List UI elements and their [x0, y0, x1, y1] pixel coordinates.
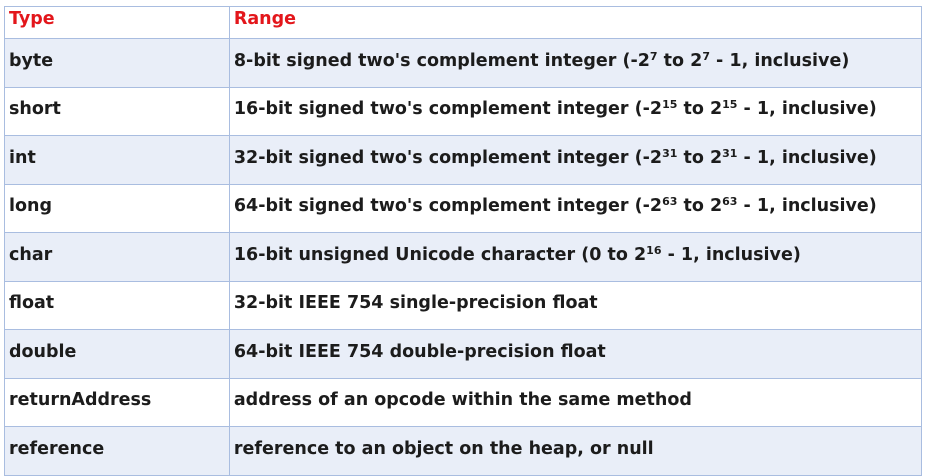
table-row: char 16-bit unsigned Unicode character (… — [4, 232, 923, 282]
range-cell: 8-bit signed two's complement integer (-… — [228, 38, 923, 88]
table-row: int 32-bit signed two's complement integ… — [4, 135, 923, 185]
type-cell: byte — [4, 38, 230, 88]
range-text: 16-bit unsigned Unicode character (0 to … — [233, 244, 647, 265]
table-body: byte 8-bit signed two's complement integ… — [4, 38, 923, 476]
range-cell: reference to an object on the heap, or n… — [228, 426, 923, 476]
range-text: - 1, inclusive) — [661, 244, 801, 265]
range-text: - 1, inclusive) — [737, 99, 877, 120]
range-cell: 32-bit IEEE 754 single-precision float — [228, 280, 923, 330]
table-row: byte 8-bit signed two's complement integ… — [4, 38, 923, 88]
range-text: - 1, inclusive) — [709, 50, 850, 71]
data-type-table-container: Type Range byte 8-bit signed two's compl… — [4, 6, 923, 476]
type-cell: short — [4, 86, 230, 136]
type-cell: float — [4, 280, 230, 330]
table-row: double 64-bit IEEE 754 double-precision … — [4, 329, 923, 379]
range-cell: 16-bit unsigned Unicode character (0 to … — [228, 232, 923, 282]
type-cell: char — [4, 232, 230, 282]
type-cell: double — [4, 329, 230, 379]
range-text: to 2 — [657, 50, 703, 71]
table-header: Type Range — [4, 6, 923, 39]
header-row: Type Range — [4, 6, 923, 39]
range-text: to 2 — [677, 147, 723, 168]
table-row: long 64-bit signed two's complement inte… — [4, 183, 923, 233]
range-cell: 64-bit signed two's complement integer (… — [228, 183, 923, 233]
exponent: 31 — [722, 146, 738, 160]
exponent: 15 — [722, 98, 738, 112]
range-cell: 16-bit signed two's complement integer (… — [228, 86, 923, 136]
range-text: to 2 — [677, 99, 723, 120]
exponent: 63 — [662, 195, 678, 209]
range-text: 16-bit signed two's complement integer (… — [233, 99, 663, 120]
table-row: short 16-bit signed two's complement int… — [4, 86, 923, 136]
table-row: float 32-bit IEEE 754 single-precision f… — [4, 280, 923, 330]
exponent: 31 — [662, 146, 678, 160]
exponent: 7 — [702, 49, 710, 63]
range-cell: address of an opcode within the same met… — [228, 377, 923, 427]
table-row: returnAddress address of an opcode withi… — [4, 377, 923, 427]
range-text: 8-bit signed two's complement integer (-… — [233, 50, 650, 71]
header-type: Type — [4, 6, 230, 39]
exponent: 15 — [662, 98, 678, 112]
range-text: - 1, inclusive) — [737, 147, 877, 168]
range-text: - 1, inclusive) — [737, 196, 877, 217]
type-cell: long — [4, 183, 230, 233]
type-cell: reference — [4, 426, 230, 476]
exponent: 63 — [722, 195, 738, 209]
exponent: 16 — [646, 243, 662, 257]
type-cell: returnAddress — [4, 377, 230, 427]
range-text: 32-bit signed two's complement integer (… — [233, 147, 663, 168]
table-row: reference reference to an object on the … — [4, 426, 923, 476]
range-text: 64-bit signed two's complement integer (… — [233, 196, 663, 217]
range-text: to 2 — [677, 196, 723, 217]
type-cell: int — [4, 135, 230, 185]
range-cell: 64-bit IEEE 754 double-precision float — [228, 329, 923, 379]
data-type-table: Type Range byte 8-bit signed two's compl… — [4, 6, 923, 476]
exponent: 7 — [649, 49, 658, 63]
range-cell: 32-bit signed two's complement integer (… — [228, 135, 923, 185]
header-range: Range — [228, 6, 923, 39]
